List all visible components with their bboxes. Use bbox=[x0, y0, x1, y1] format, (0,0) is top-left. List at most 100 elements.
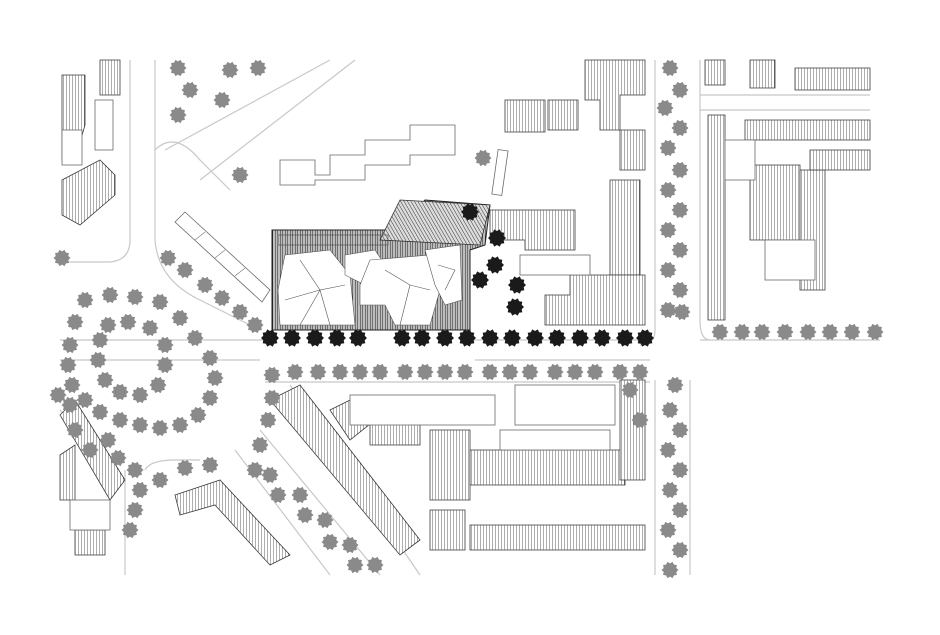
tree-icon bbox=[331, 363, 349, 381]
tree-icon bbox=[659, 521, 677, 539]
tree-icon bbox=[111, 411, 129, 429]
building-far-right-8 bbox=[809, 149, 871, 171]
building-southwest-3 bbox=[59, 444, 76, 501]
tree-icon bbox=[189, 406, 207, 424]
tree-icon bbox=[259, 411, 277, 429]
tree-icon bbox=[221, 61, 239, 79]
building-far-right-4 bbox=[707, 114, 726, 321]
tree-icon bbox=[471, 271, 489, 289]
tree-icon bbox=[76, 291, 94, 309]
tree-icon bbox=[261, 329, 279, 347]
tree-icon bbox=[231, 303, 249, 321]
tree-icon bbox=[201, 349, 219, 367]
tree-icon bbox=[99, 316, 117, 334]
tree-icon bbox=[159, 249, 177, 267]
tree-icon bbox=[458, 329, 476, 347]
tree-icon bbox=[481, 329, 499, 347]
tree-icon bbox=[171, 416, 189, 434]
tree-icon bbox=[659, 221, 677, 239]
tree-icon bbox=[671, 281, 689, 299]
tree-icon bbox=[119, 313, 137, 331]
tree-icon bbox=[131, 386, 149, 404]
building-far-right-6 bbox=[749, 164, 801, 241]
tree-icon bbox=[396, 363, 414, 381]
building-southwest-1 bbox=[174, 479, 291, 566]
tree-icon bbox=[659, 139, 677, 157]
tree-icon bbox=[481, 363, 499, 381]
tree-icon bbox=[456, 363, 474, 381]
building-top-left-2 bbox=[99, 59, 121, 96]
tree-icon bbox=[474, 149, 492, 167]
tree-icon bbox=[843, 323, 861, 341]
tree-icon bbox=[249, 59, 267, 77]
tree-icon bbox=[349, 329, 367, 347]
tree-icon bbox=[81, 441, 99, 459]
tree-icon bbox=[733, 323, 751, 341]
tree-icon bbox=[316, 511, 334, 529]
tree-icon bbox=[671, 541, 689, 559]
tree-icon bbox=[436, 363, 454, 381]
tree-icon bbox=[371, 363, 389, 381]
building-top-center-1 bbox=[504, 99, 546, 133]
tree-icon bbox=[611, 363, 629, 381]
tree-icon bbox=[306, 329, 324, 347]
tree-icon bbox=[671, 119, 689, 137]
tree-icon bbox=[181, 81, 199, 99]
tree-icon bbox=[283, 329, 301, 347]
tree-icon bbox=[176, 459, 194, 477]
tree-icon bbox=[671, 81, 689, 99]
tree-icon bbox=[526, 329, 544, 347]
tree-icon bbox=[461, 203, 479, 221]
building-top-center-2 bbox=[547, 99, 579, 131]
tree-icon bbox=[321, 533, 339, 551]
tree-icon bbox=[631, 363, 649, 381]
tree-icon bbox=[548, 329, 566, 347]
tree-icon bbox=[131, 416, 149, 434]
building-south-7 bbox=[469, 524, 646, 551]
existing-trees bbox=[49, 59, 884, 579]
tree-icon bbox=[171, 309, 189, 327]
tree-icon bbox=[151, 293, 169, 311]
building-south-3 bbox=[429, 429, 471, 501]
tree-icon bbox=[59, 356, 77, 374]
tree-icon bbox=[121, 521, 139, 539]
building-far-right-3 bbox=[794, 67, 871, 91]
tree-icon bbox=[201, 389, 219, 407]
building-southwest-4 bbox=[74, 529, 106, 556]
tree-icon bbox=[671, 201, 689, 219]
tree-icon bbox=[91, 403, 109, 421]
tree-icon bbox=[821, 323, 839, 341]
tree-icon bbox=[111, 383, 129, 401]
tree-icon bbox=[151, 471, 169, 489]
tree-icon bbox=[659, 441, 677, 459]
building-south-diagonal bbox=[269, 384, 421, 556]
tree-icon bbox=[263, 366, 281, 384]
tree-icon bbox=[213, 289, 231, 307]
tree-icon bbox=[269, 486, 287, 504]
tree-icon bbox=[661, 401, 679, 419]
tree-icon bbox=[126, 288, 144, 306]
tree-icon bbox=[126, 501, 144, 519]
tree-icon bbox=[206, 369, 224, 387]
tree-icon bbox=[566, 363, 584, 381]
tree-icon bbox=[661, 481, 679, 499]
tree-icon bbox=[521, 363, 539, 381]
tree-icon bbox=[89, 351, 107, 369]
building-south-5 bbox=[619, 379, 646, 481]
tree-icon bbox=[413, 329, 431, 347]
tree-icon bbox=[296, 506, 314, 524]
building-south-6 bbox=[429, 509, 466, 551]
tree-icon bbox=[246, 461, 264, 479]
tree-icon bbox=[671, 421, 689, 439]
tree-icon bbox=[506, 298, 524, 316]
tree-icon bbox=[366, 556, 384, 574]
tree-icon bbox=[659, 181, 677, 199]
tree-icon bbox=[671, 241, 689, 259]
building-far-right-1 bbox=[704, 59, 726, 86]
new-trees bbox=[261, 203, 654, 347]
building-east-3 bbox=[544, 274, 646, 326]
tree-icon bbox=[776, 323, 794, 341]
tree-icon bbox=[141, 319, 159, 337]
tree-icon bbox=[61, 336, 79, 354]
building-far-right-5 bbox=[744, 119, 871, 141]
